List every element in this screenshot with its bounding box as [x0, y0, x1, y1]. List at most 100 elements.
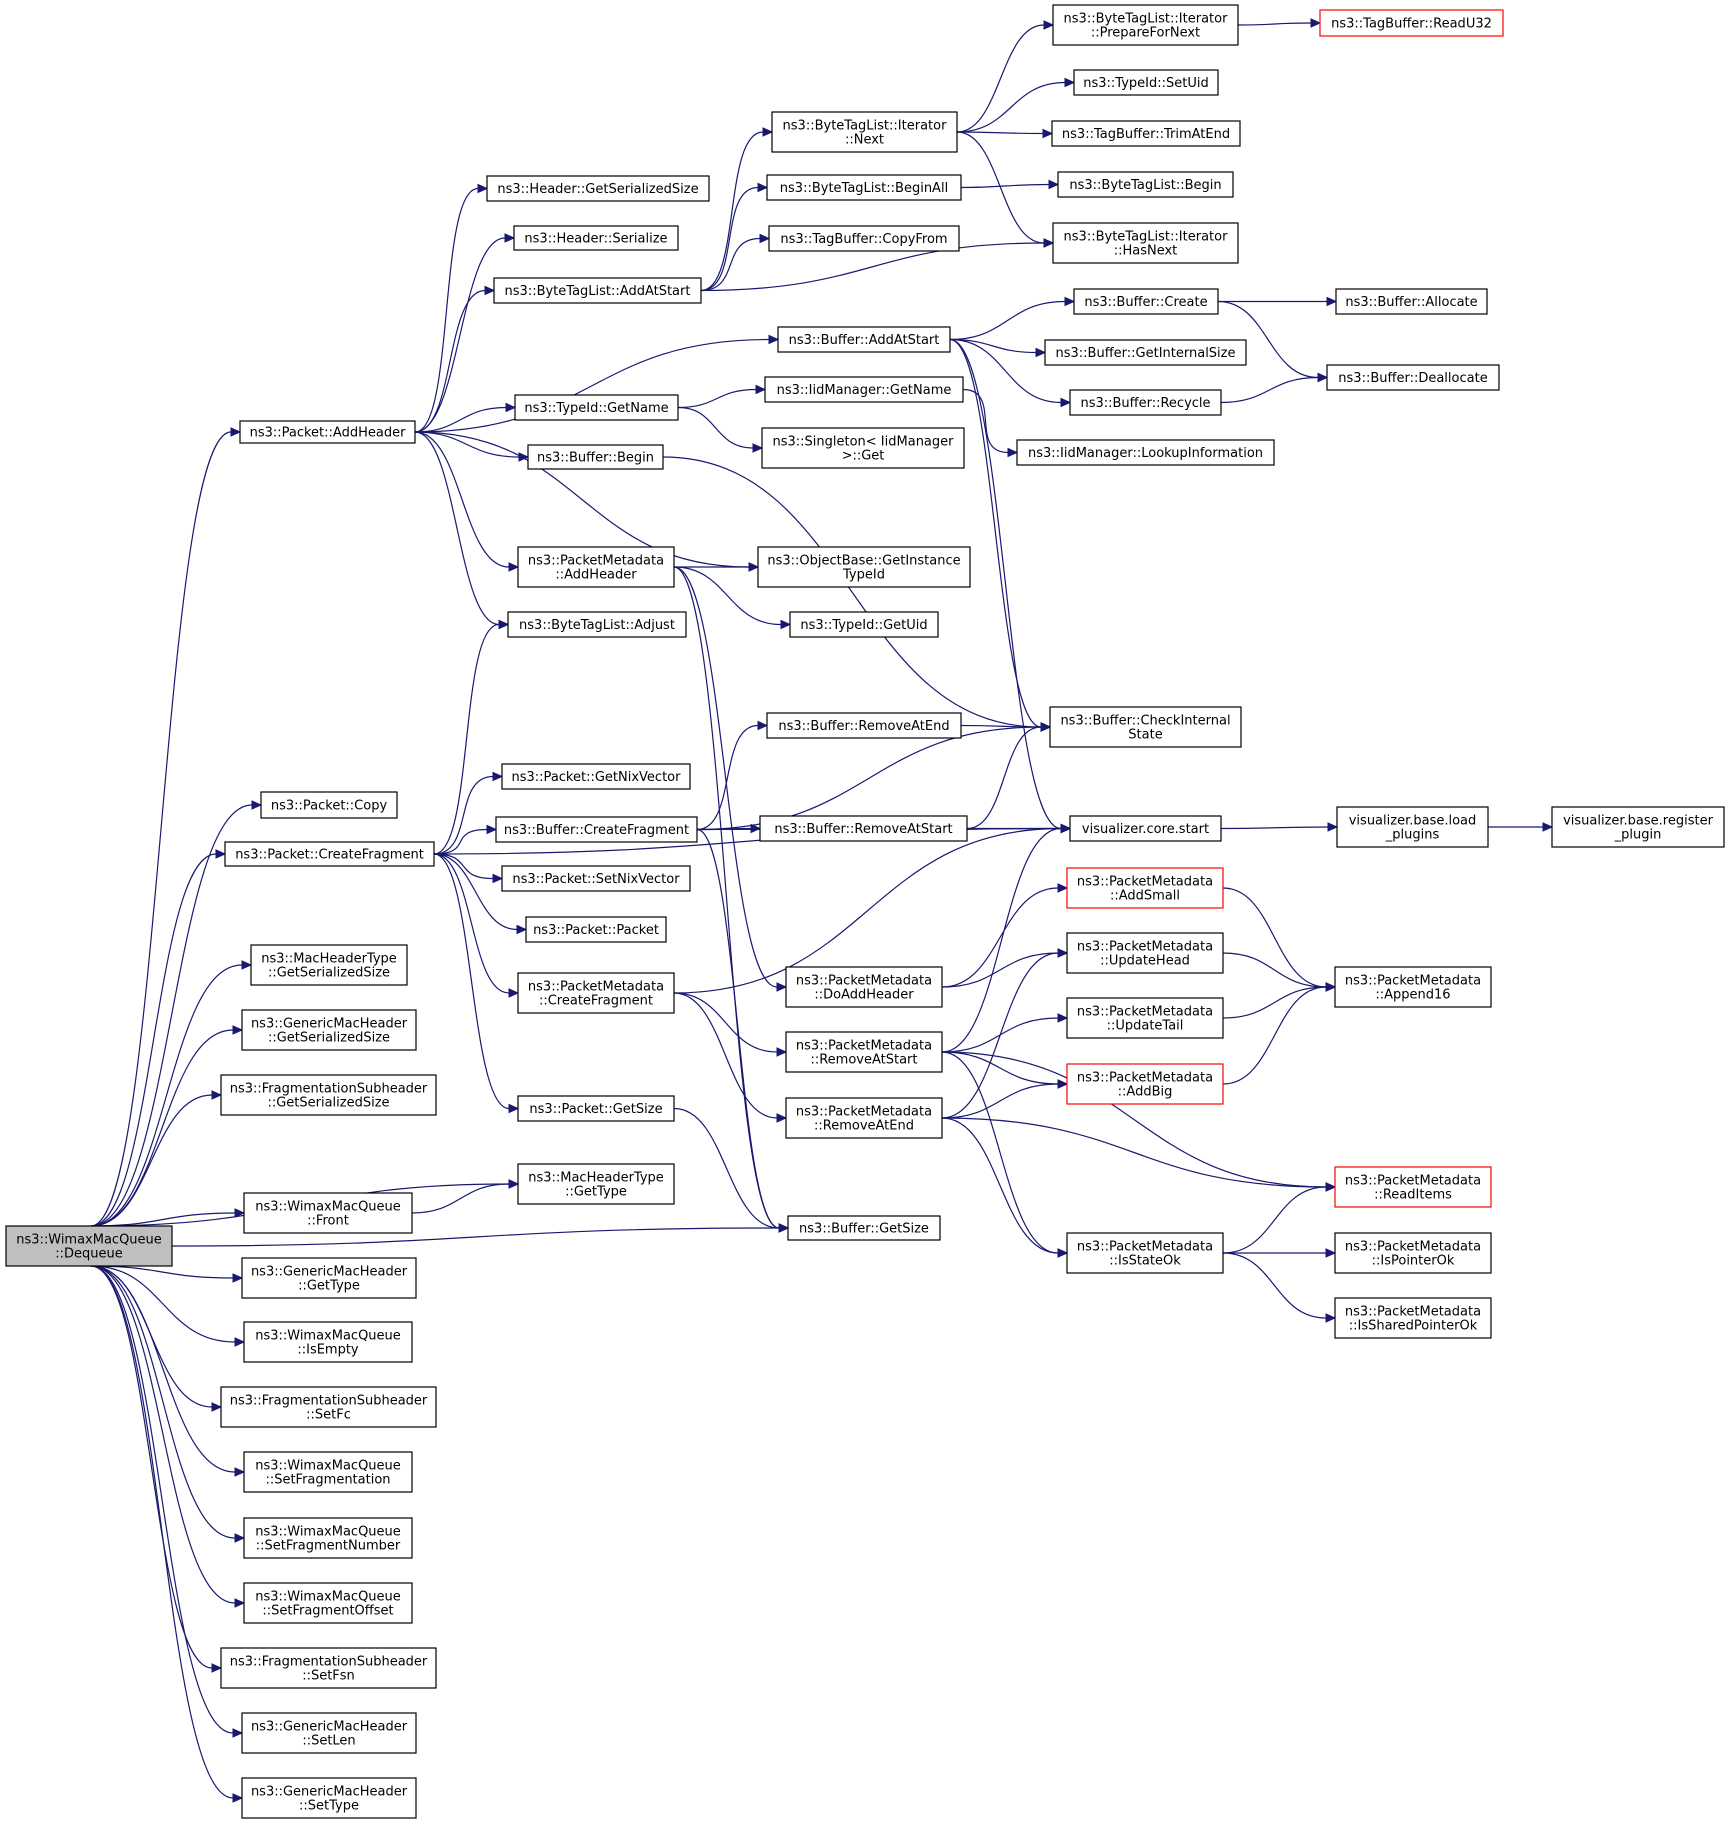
node-box[interactable] [243, 1192, 413, 1234]
node-pm_addsmall[interactable]: ns3::PacketMetadata::AddSmall [1066, 867, 1224, 909]
node-pm_ispointerok[interactable]: ns3::PacketMetadata::IsPointerOk [1334, 1232, 1492, 1274]
node-pm_doaddheader[interactable]: ns3::PacketMetadata::DoAddHeader [785, 966, 943, 1008]
node-buffer_begin[interactable]: ns3::Buffer::Begin [527, 444, 664, 470]
node-box[interactable] [501, 865, 691, 892]
node-genericmac_gettype[interactable]: ns3::GenericMacHeader::GetType [241, 1257, 417, 1299]
node-box[interactable] [243, 1582, 413, 1624]
node-fragsub_gss[interactable]: ns3::FragmentationSubheader::GetSerializ… [220, 1074, 437, 1116]
node-genericmac_setlen[interactable]: ns3::GenericMacHeader::SetLen [241, 1712, 417, 1754]
node-box[interactable] [785, 1031, 943, 1073]
node-box[interactable] [495, 816, 698, 843]
node-wmq_setfragoff[interactable]: ns3::WimaxMacQueue::SetFragmentOffset [243, 1582, 413, 1624]
node-box[interactable] [224, 841, 435, 867]
node-box[interactable] [517, 972, 675, 1014]
node-box[interactable] [1066, 867, 1224, 909]
node-box[interactable] [1069, 815, 1222, 842]
node-packet_setnixvector[interactable]: ns3::Packet::SetNixVector [501, 865, 691, 892]
node-box[interactable] [241, 1257, 417, 1299]
node-btl_adjust[interactable]: ns3::ByteTagList::Adjust [507, 611, 687, 638]
node-wmq_front[interactable]: ns3::WimaxMacQueue::Front [243, 1192, 413, 1234]
node-box[interactable] [1044, 339, 1247, 366]
node-pm_removeatstart[interactable]: ns3::PacketMetadata::RemoveAtStart [785, 1031, 943, 1073]
node-tagbuffer_trimatend[interactable]: ns3::TagBuffer::TrimAtEnd [1051, 120, 1241, 147]
node-box[interactable] [1336, 806, 1489, 848]
node-genericmac_settype[interactable]: ns3::GenericMacHeader::SetType [241, 1777, 417, 1819]
node-packet_getsize[interactable]: ns3::Packet::GetSize [517, 1095, 675, 1122]
node-box[interactable] [1051, 120, 1241, 147]
node-box[interactable] [757, 546, 971, 588]
node-box[interactable] [241, 1712, 417, 1754]
node-box[interactable] [220, 1074, 437, 1116]
node-box[interactable] [239, 420, 416, 444]
node-btl_begin[interactable]: ns3::ByteTagList::Begin [1057, 171, 1234, 198]
node-macheadertype_gettype[interactable]: ns3::MacHeaderType::GetType [517, 1163, 675, 1205]
node-box[interactable] [1066, 997, 1224, 1039]
node-box[interactable] [260, 791, 398, 819]
node-pm_updatetail[interactable]: ns3::PacketMetadata::UpdateTail [1066, 997, 1224, 1039]
node-btl_addatstart[interactable]: ns3::ByteTagList::AddAtStart [493, 277, 702, 304]
node-box[interactable] [517, 1095, 675, 1122]
node-genericmac_gss[interactable]: ns3::GenericMacHeader::GetSerializedSize [241, 1009, 417, 1051]
node-box[interactable] [1551, 806, 1725, 848]
node-box[interactable] [1334, 1232, 1492, 1274]
node-macheadertype_gss[interactable]: ns3::MacHeaderType::GetSerializedSize [250, 944, 408, 986]
node-box[interactable] [486, 175, 710, 202]
node-box[interactable] [1016, 439, 1275, 466]
node-box[interactable] [766, 712, 962, 739]
node-box[interactable] [241, 1777, 417, 1819]
node-pm_removeatend[interactable]: ns3::PacketMetadata::RemoveAtEnd [785, 1097, 943, 1139]
node-box[interactable] [777, 326, 951, 353]
node-addheader[interactable]: ns3::Packet::AddHeader [239, 420, 416, 444]
node-box[interactable] [1066, 932, 1224, 974]
node-box[interactable] [1319, 9, 1504, 37]
node-createfragment[interactable]: ns3::Packet::CreateFragment [224, 841, 435, 867]
node-buffer_allocate[interactable]: ns3::Buffer::Allocate [1335, 288, 1488, 315]
node-buffer_removeatstart[interactable]: ns3::Buffer::RemoveAtStart [759, 815, 968, 842]
node-box[interactable] [768, 225, 960, 252]
node-pm_createfragment[interactable]: ns3::PacketMetadata::CreateFragment [517, 972, 675, 1014]
node-buffer_getsize[interactable]: ns3::Buffer::GetSize [787, 1215, 941, 1241]
node-box[interactable] [525, 916, 667, 943]
node-pm_issharedpointerok[interactable]: ns3::PacketMetadata::IsSharedPointerOk [1334, 1297, 1492, 1339]
node-header_gss[interactable]: ns3::Header::GetSerializedSize [486, 175, 710, 202]
node-buffer_create[interactable]: ns3::Buffer::Create [1073, 288, 1219, 315]
node-box[interactable] [243, 1321, 413, 1363]
node-box[interactable] [241, 1009, 417, 1051]
node-btli_hasnext[interactable]: ns3::ByteTagList::Iterator::HasNext [1052, 222, 1239, 264]
node-wmq_setfragnum[interactable]: ns3::WimaxMacQueue::SetFragmentNumber [243, 1517, 413, 1559]
node-box[interactable] [1326, 364, 1500, 391]
node-box[interactable] [5, 1225, 173, 1267]
node-fragsub_setfc[interactable]: ns3::FragmentationSubheader::SetFc [220, 1386, 437, 1428]
node-box[interactable] [1334, 966, 1492, 1008]
node-tagbuffer_copyfrom[interactable]: ns3::TagBuffer::CopyFrom [768, 225, 960, 252]
node-box[interactable] [1052, 222, 1239, 264]
node-box[interactable] [787, 1215, 941, 1241]
node-buffer_recycle[interactable]: ns3::Buffer::Recycle [1069, 389, 1222, 416]
node-box[interactable] [220, 1386, 437, 1428]
node-visualizer_core_start[interactable]: visualizer.core.start [1069, 815, 1222, 842]
node-box[interactable] [761, 427, 965, 469]
node-box[interactable] [1073, 288, 1219, 315]
node-buffer_createfragment[interactable]: ns3::Buffer::CreateFragment [495, 816, 698, 843]
node-box[interactable] [220, 1647, 437, 1689]
node-pm_updatehead[interactable]: ns3::PacketMetadata::UpdateHead [1066, 932, 1224, 974]
node-packet_packet[interactable]: ns3::Packet::Packet [525, 916, 667, 943]
node-typeid_getuid[interactable]: ns3::TypeId::GetUid [789, 611, 939, 638]
node-btli_next[interactable]: ns3::ByteTagList::Iterator::Next [771, 111, 958, 153]
node-header_serialize[interactable]: ns3::Header::Serialize [513, 225, 679, 251]
node-box[interactable] [243, 1517, 413, 1559]
node-box[interactable] [507, 611, 687, 638]
node-buffer_addatstart[interactable]: ns3::Buffer::AddAtStart [777, 326, 951, 353]
node-box[interactable] [766, 174, 962, 201]
node-tagbuffer_readu32[interactable]: ns3::TagBuffer::ReadU32 [1319, 9, 1504, 37]
node-box[interactable] [1052, 4, 1239, 46]
node-box[interactable] [517, 1163, 675, 1205]
node-singleton_get[interactable]: ns3::Singleton< IidManager>::Get [761, 427, 965, 469]
node-box[interactable] [1057, 171, 1234, 198]
node-box[interactable] [759, 815, 968, 842]
node-box[interactable] [501, 763, 691, 790]
node-pm_append16[interactable]: ns3::PacketMetadata::Append16 [1334, 966, 1492, 1008]
node-wmq_setfragmentation[interactable]: ns3::WimaxMacQueue::SetFragmentation [243, 1451, 413, 1493]
